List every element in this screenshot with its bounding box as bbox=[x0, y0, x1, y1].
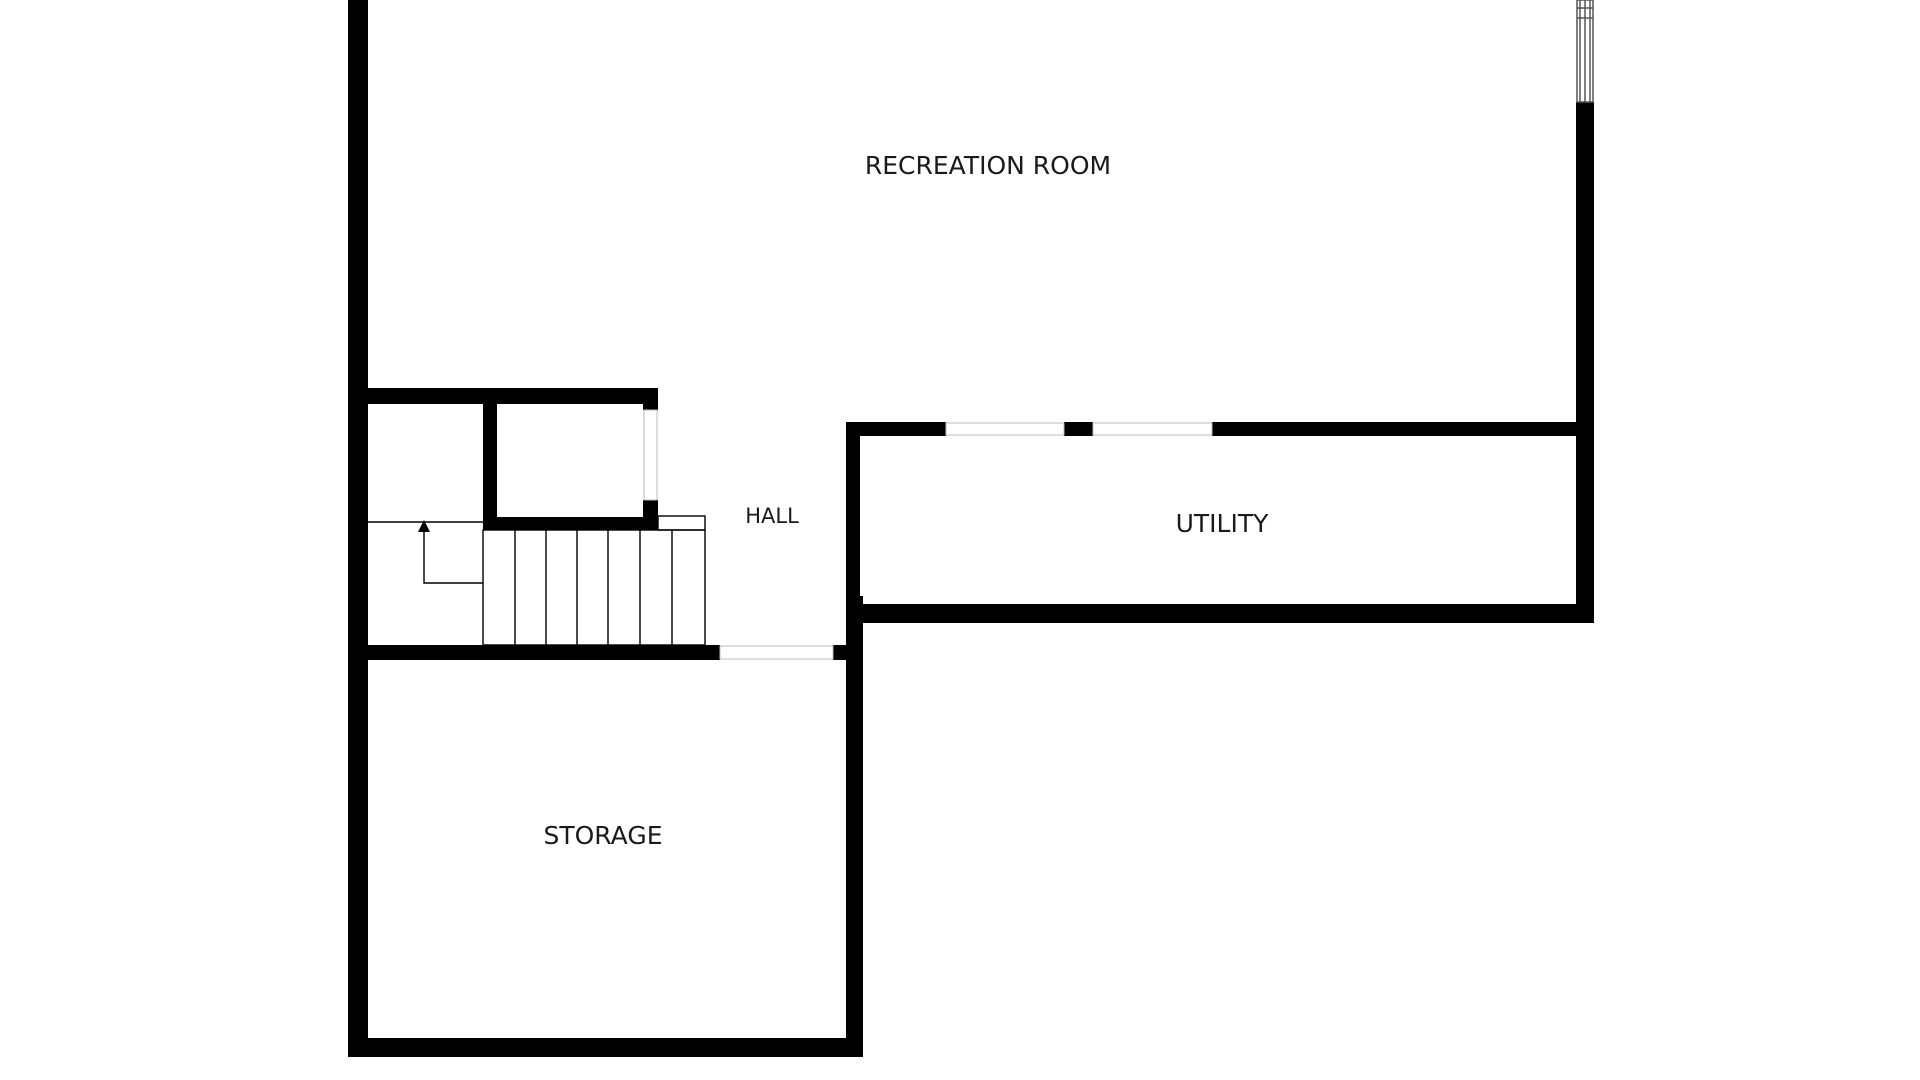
wall-left-outer bbox=[348, 0, 368, 1057]
wall-utility-top-left bbox=[846, 422, 946, 436]
label-utility: UTILITY bbox=[1176, 509, 1270, 538]
label-hall: HALL bbox=[745, 504, 799, 528]
room-labels: RECREATION ROOM HALL UTILITY STORAGE bbox=[543, 151, 1269, 850]
wall-utility-top-right bbox=[1212, 422, 1594, 436]
wall-storage-bottom bbox=[348, 1038, 863, 1057]
wall-hall-left bbox=[846, 422, 860, 622]
wall-stairs-storage bbox=[368, 645, 720, 660]
wall-closet-inner bbox=[483, 388, 497, 522]
stair-arrow-icon bbox=[418, 520, 430, 532]
wall-landing-top bbox=[368, 388, 658, 404]
door-opening-closet bbox=[643, 409, 658, 501]
wall-closet-bottom bbox=[483, 517, 658, 530]
wall-utility-top-mid bbox=[1064, 422, 1093, 436]
label-recreation-room: RECREATION ROOM bbox=[865, 151, 1111, 180]
door-opening-utility-left bbox=[945, 422, 1065, 436]
wall-right-outer bbox=[1576, 102, 1594, 623]
stairs bbox=[368, 515, 706, 646]
walls bbox=[348, 0, 1594, 1057]
label-storage: STORAGE bbox=[543, 821, 662, 850]
wall-stairs-storage-stub bbox=[833, 645, 863, 660]
wall-utility-bottom bbox=[846, 604, 1594, 623]
window-right bbox=[1576, 0, 1594, 103]
wall-landing-post-top bbox=[643, 388, 658, 410]
wall-storage-right bbox=[846, 623, 863, 1057]
door-opening-hall-storage bbox=[719, 645, 834, 660]
wall-landing-post-bottom bbox=[643, 500, 658, 522]
openings bbox=[643, 409, 1213, 660]
door-opening-utility-right bbox=[1092, 422, 1213, 436]
